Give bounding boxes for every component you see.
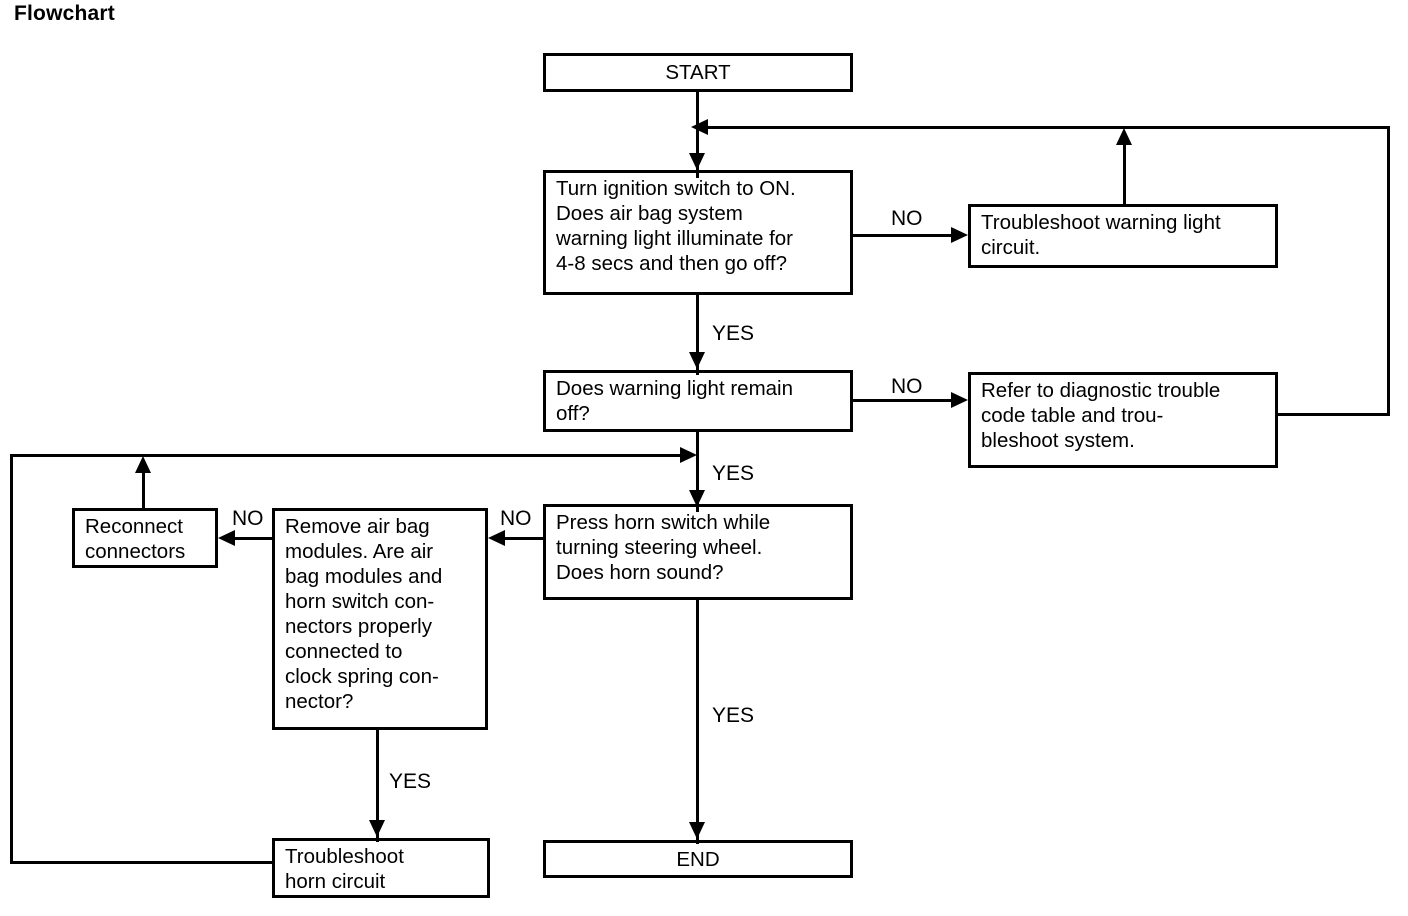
edge-label-no-2: NO — [891, 375, 923, 398]
edge-remove-yes-vertical — [376, 730, 379, 842]
edge-label-no-3: NO — [500, 507, 532, 530]
page-title: Flowchart — [14, 2, 115, 25]
edge-label-yes-4: YES — [712, 704, 755, 727]
arrowhead-horn-no — [488, 530, 505, 546]
node-end[interactable]: END — [543, 840, 853, 878]
edge-ignition-no-horizontal — [853, 234, 953, 237]
edge-left-rail-vertical — [10, 454, 13, 864]
edge-label-no-4: NO — [232, 507, 264, 530]
arrowhead-reconnect-to-return — [135, 456, 151, 473]
edge-refer-dtc-to-feedback-vertical — [1387, 126, 1390, 416]
node-refer-diagnostic-trouble-code[interactable]: Refer to diagnostic trouble code table a… — [968, 372, 1278, 468]
node-press-horn-switch[interactable]: Press horn switch while turning steering… — [543, 504, 853, 600]
edge-horn-yes-vertical — [696, 600, 699, 844]
arrowhead-remove-no — [218, 530, 235, 546]
edge-label-yes-2: YES — [712, 462, 755, 485]
edge-label-yes-1: YES — [712, 322, 755, 345]
edge-label-no-1: NO — [891, 207, 923, 230]
node-reconnect-connectors[interactable]: Reconnect connectors — [72, 508, 218, 568]
arrowhead-remove-yes — [369, 820, 385, 837]
edge-remain-off-yes-vertical — [696, 432, 699, 512]
edge-troubleshoot-warning-to-feedback — [1123, 134, 1126, 206]
arrowhead-feedback-into-main — [691, 119, 708, 135]
edge-feedback-top-horizontal — [706, 126, 1390, 129]
edge-refer-dtc-to-right-rail — [1278, 413, 1390, 416]
node-start[interactable]: START — [543, 53, 853, 92]
edge-left-return-horizontal — [10, 454, 682, 457]
node-troubleshoot-horn-circuit[interactable]: Troubleshoot horn circuit — [272, 838, 490, 898]
arrowhead-ignition-no — [951, 227, 968, 243]
edge-troubleshoot-horn-to-left-rail — [10, 861, 274, 864]
edge-remain-off-no-horizontal — [853, 399, 953, 402]
edge-remove-no-horizontal — [235, 537, 275, 540]
arrowhead-left-return-into-main — [680, 447, 697, 463]
node-troubleshoot-warning-light[interactable]: Troubleshoot warning light circuit. — [968, 204, 1278, 268]
arrowhead-troubleshoot-warning-to-feedback — [1116, 128, 1132, 145]
edge-label-yes-3: YES — [389, 770, 432, 793]
edge-start-to-ignition — [696, 92, 699, 178]
arrowhead-remain-off-no — [951, 392, 968, 408]
edge-reconnect-to-return — [142, 462, 145, 510]
node-warning-light-remain-off[interactable]: Does warning light remain off? — [543, 370, 853, 432]
arrowhead-horn-yes — [689, 822, 705, 839]
arrowhead-remain-off-yes — [689, 490, 705, 507]
edge-horn-no-horizontal — [505, 537, 545, 540]
node-ignition-check[interactable]: Turn ignition switch to ON. Does air bag… — [543, 170, 853, 295]
node-remove-air-bag-modules[interactable]: Remove air bag modules. Are air bag modu… — [272, 508, 488, 730]
arrowhead-ignition-yes — [689, 352, 705, 369]
edge-ignition-yes-vertical — [696, 295, 699, 375]
arrowhead-start-to-ignition — [689, 153, 705, 170]
